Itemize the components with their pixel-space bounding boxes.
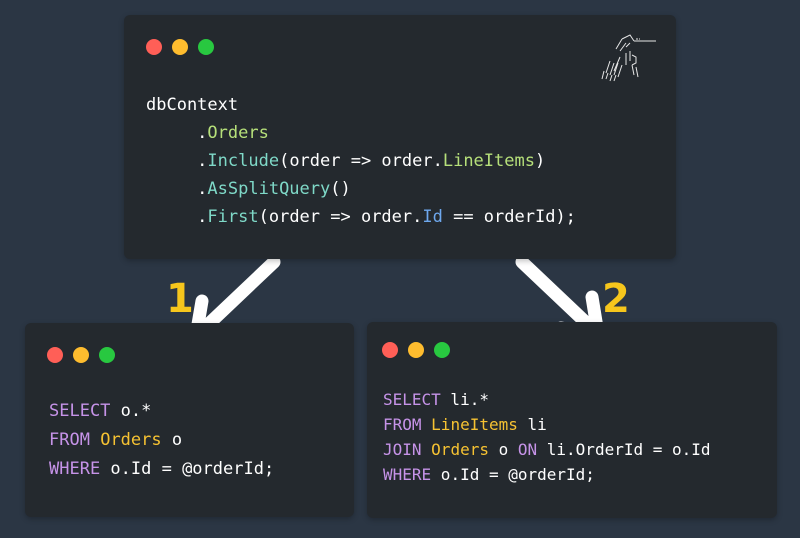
maximize-dot-icon	[198, 39, 214, 55]
code-token: o.Id = @orderId;	[100, 459, 275, 479]
code-token: Orders	[431, 440, 489, 459]
code-token: .	[146, 151, 208, 171]
ascii-art-logo-icon	[601, 34, 656, 82]
close-dot-icon	[382, 342, 398, 358]
code-line: .First(order => order.Id == orderId);	[146, 207, 576, 227]
code-line: JOIN Orders o ON li.OrderId = o.Id	[383, 440, 711, 459]
code-token: li	[517, 415, 547, 434]
code-token: Id	[422, 207, 443, 227]
code-token: Include	[207, 151, 280, 171]
code-line: .AsSplitQuery()	[146, 179, 351, 199]
minimize-dot-icon	[172, 39, 188, 55]
code-token: SELECT	[383, 390, 441, 409]
code-token: )	[534, 151, 546, 171]
code-token: FROM	[49, 430, 90, 450]
code-token: o	[488, 440, 518, 459]
code-token: .	[146, 123, 208, 143]
code-token: o	[161, 430, 183, 450]
code-token: ()	[330, 179, 351, 199]
code-token: SELECT	[49, 401, 111, 421]
code-token: WHERE	[383, 465, 432, 484]
sql-window-query-1: SELECT o.* FROM Orders o WHERE o.Id = @o…	[25, 323, 354, 517]
code-line: FROM LineItems li	[383, 415, 547, 434]
code-token: First	[207, 207, 259, 227]
code-token: li.OrderId = o.Id	[537, 440, 711, 459]
code-token	[422, 415, 432, 434]
code-token: LineItems	[442, 151, 535, 171]
code-token: FROM	[383, 415, 422, 434]
code-token: LineItems	[431, 415, 518, 434]
code-token: == orderId);	[442, 207, 576, 227]
code-line: FROM Orders o	[49, 430, 182, 450]
sql-code-query-2: SELECT li.* FROM LineItems li JOIN Order…	[383, 387, 711, 487]
linq-code-window: dbContext .Orders .Include(order => orde…	[124, 15, 676, 259]
code-token: WHERE	[49, 459, 101, 479]
maximize-dot-icon	[99, 347, 115, 363]
code-token: Orders	[207, 123, 269, 143]
code-token: li.*	[440, 390, 489, 409]
sql-code-query-1: SELECT o.* FROM Orders o WHERE o.Id = @o…	[49, 397, 274, 484]
code-token	[422, 440, 432, 459]
code-token: JOIN	[383, 440, 422, 459]
maximize-dot-icon	[434, 342, 450, 358]
code-line: WHERE o.Id = @orderId;	[49, 459, 274, 479]
window-controls	[382, 342, 450, 358]
code-line: SELECT o.*	[49, 401, 151, 421]
code-line: .Include(order => order.LineItems)	[146, 151, 545, 171]
code-token	[90, 430, 100, 450]
code-token: .	[146, 207, 208, 227]
code-token: (order => order.	[258, 207, 423, 227]
code-token: Orders	[100, 430, 162, 450]
linq-code: dbContext .Orders .Include(order => orde…	[146, 91, 576, 231]
code-line: WHERE o.Id = @orderId;	[383, 465, 595, 484]
minimize-dot-icon	[73, 347, 89, 363]
code-line: dbContext	[146, 95, 238, 115]
code-token: o.Id = @orderId;	[431, 465, 595, 484]
window-controls	[146, 39, 214, 55]
query-number-2: 2	[602, 276, 630, 322]
minimize-dot-icon	[408, 342, 424, 358]
sql-window-query-2: SELECT li.* FROM LineItems li JOIN Order…	[367, 322, 777, 518]
query-number-1: 1	[166, 276, 194, 322]
code-line: .Orders	[146, 123, 269, 143]
code-token: o.*	[110, 401, 152, 421]
code-token: dbContext	[146, 95, 239, 115]
code-token: AsSplitQuery	[207, 179, 331, 199]
close-dot-icon	[146, 39, 162, 55]
window-controls	[47, 347, 115, 363]
code-token: ON	[517, 440, 538, 459]
code-line: SELECT li.*	[383, 390, 489, 409]
close-dot-icon	[47, 347, 63, 363]
code-token: .	[146, 179, 208, 199]
code-token: (order => order.	[279, 151, 443, 171]
